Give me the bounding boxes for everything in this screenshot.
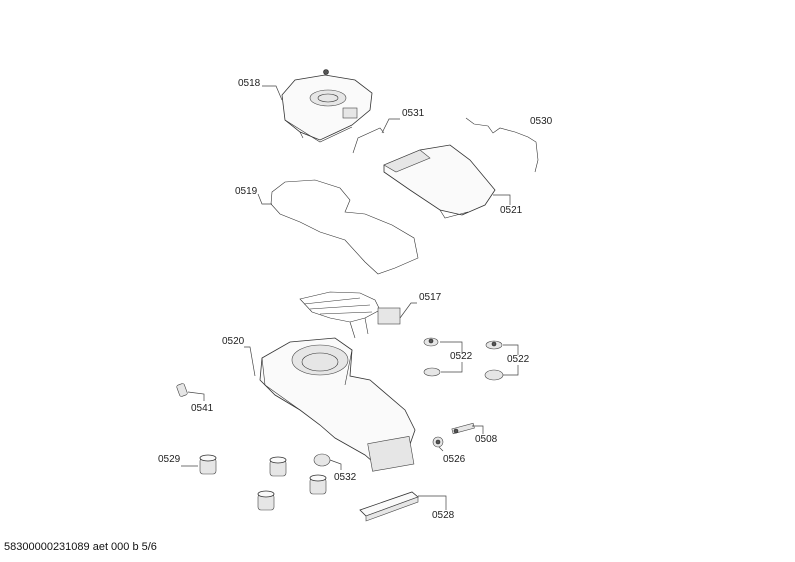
callout-label-0532: 0532: [334, 472, 357, 483]
callout-label-0508: 0508: [475, 434, 498, 445]
callout-label-0541: 0541: [191, 403, 214, 414]
leader-line-0518: [262, 85, 283, 101]
callout-label-0521: 0521: [500, 205, 523, 216]
part-filter-tray-0528: [359, 491, 419, 522]
leader-line-0532: [329, 459, 342, 470]
callout-label-0519: 0519: [235, 186, 258, 197]
callout-label-0522-left: 0522: [450, 351, 473, 362]
part-thermostat-0522-right: [484, 340, 504, 381]
part-clip-0531: [352, 127, 385, 154]
leader-line-0521: [493, 194, 511, 205]
leader-line-0541: [187, 391, 205, 401]
document-id: 58300000231089 aet 000 b 5/6: [4, 541, 157, 553]
part-knob-0526: [432, 436, 444, 448]
part-gasket-0519: [270, 179, 419, 275]
part-heater-element-0517: [299, 291, 401, 339]
callout-label-0522-right: 0522: [507, 354, 530, 365]
leader-line-0517: [399, 302, 417, 319]
part-sensor-0508: [451, 422, 475, 435]
part-fan-housing-0518: [281, 69, 373, 143]
callout-label-0529: 0529: [158, 454, 181, 465]
leader-line-0522-left: [440, 341, 463, 373]
part-plug-0541: [176, 383, 188, 397]
callout-label-0528: 0528: [432, 510, 455, 521]
part-cap-0532: [313, 453, 331, 467]
leader-line-0520: [244, 346, 256, 377]
leader-line-0522-right: [503, 344, 519, 376]
leader-line-0519: [257, 193, 272, 205]
callout-label-0531: 0531: [402, 108, 425, 119]
leader-line-0526: [438, 446, 444, 452]
leader-line-0528: [418, 495, 447, 510]
part-base-housing-0520: [259, 337, 416, 472]
callout-label-0517: 0517: [419, 292, 442, 303]
part-thermostat-0522-left: [423, 337, 441, 377]
part-foot-0529: [199, 454, 327, 511]
callout-label-0530: 0530: [530, 116, 553, 127]
part-wire-0530: [465, 117, 539, 173]
part-air-duct-0521: [383, 144, 496, 219]
leader-line-0531: [381, 118, 400, 134]
callout-label-0526: 0526: [443, 454, 466, 465]
callout-label-0518: 0518: [238, 78, 261, 89]
callout-label-0520: 0520: [222, 336, 245, 347]
leader-line-0508: [472, 425, 484, 434]
